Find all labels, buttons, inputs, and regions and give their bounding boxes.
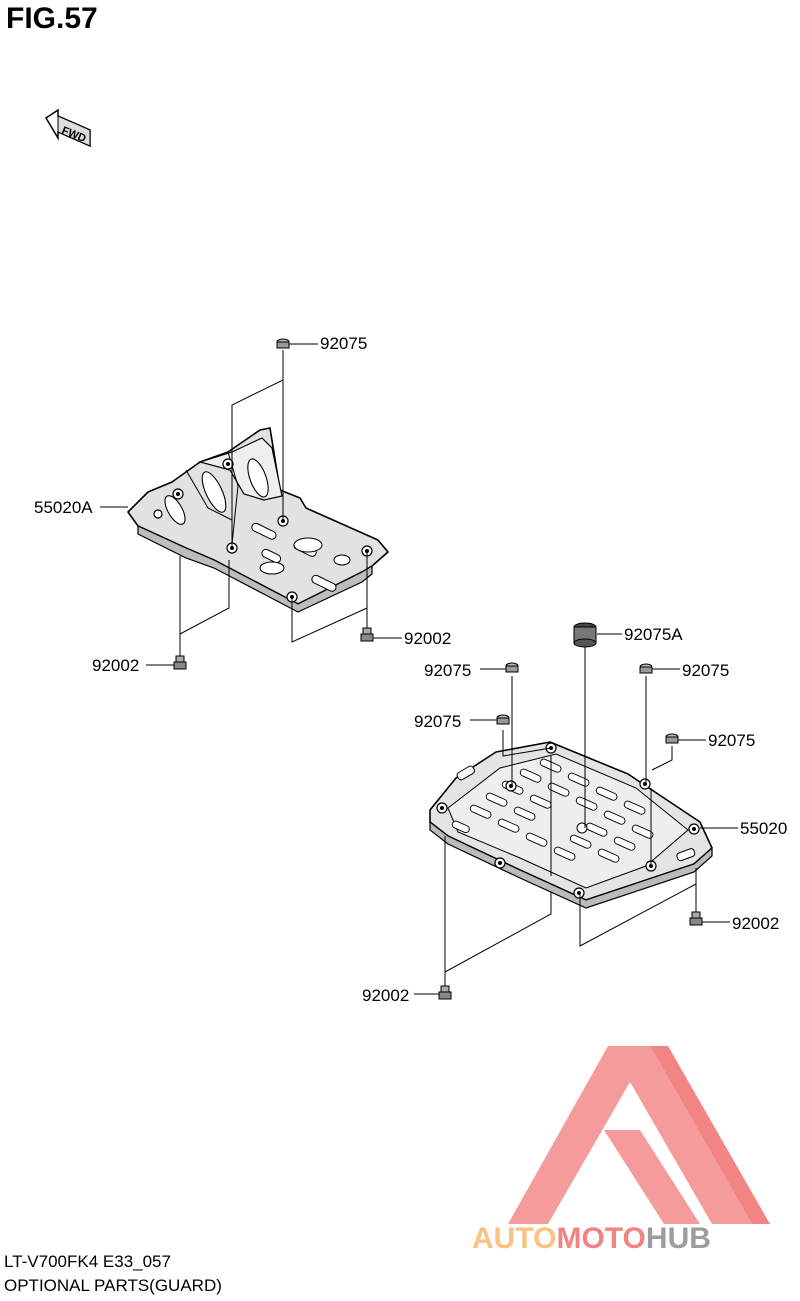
lower-nut-b-icon bbox=[496, 714, 510, 725]
lower-guard-drawing bbox=[429, 741, 713, 909]
lower-nut-a-icon bbox=[505, 662, 519, 673]
callout-upper-bolt-right: 92002 bbox=[404, 629, 451, 648]
upper-bolt-right-icon bbox=[360, 627, 374, 642]
lower-nut-d-icon bbox=[665, 733, 679, 744]
callout-upper-nut: 92075 bbox=[320, 334, 367, 353]
callout-lower-nut-b: 92075 bbox=[414, 712, 461, 731]
logo-word-moto: MOTO bbox=[556, 1222, 645, 1255]
upper-bolt-left-icon bbox=[173, 655, 187, 670]
svg-text:AUTOMOTOHUB: AUTOMOTOHUB bbox=[472, 1222, 711, 1255]
callout-upper-guard: 55020A bbox=[34, 498, 93, 517]
callout-lower-bolt-right: 92002 bbox=[732, 914, 779, 933]
automotohub-logo: AUTOMOTOHUB bbox=[472, 1046, 770, 1255]
lower-bolt-left-icon bbox=[438, 985, 452, 1000]
callout-lower-nut-a: 92075 bbox=[424, 661, 471, 680]
callout-lower-collar: 92075A bbox=[624, 625, 683, 644]
lower-collar-icon bbox=[573, 622, 597, 648]
logo-word-hub: HUB bbox=[646, 1222, 711, 1255]
callout-lower-guard: 55020 bbox=[740, 819, 787, 838]
callout-lower-bolt-left: 92002 bbox=[362, 986, 409, 1005]
fwd-arrow-icon: FWD bbox=[44, 108, 91, 148]
footer-code: LT-V700FK4 E33_057 bbox=[4, 1252, 171, 1271]
callout-lower-nut-c: 92075 bbox=[682, 661, 729, 680]
lower-leader-lines bbox=[444, 645, 738, 988]
upper-leader-lines bbox=[100, 350, 368, 660]
callout-upper-bolt-left: 92002 bbox=[92, 656, 139, 675]
footer-caption: OPTIONAL PARTS(GUARD) bbox=[4, 1276, 222, 1295]
logo-word-auto: AUTO bbox=[472, 1222, 556, 1255]
lower-bolt-right-icon bbox=[689, 911, 703, 926]
upper-guard-drawing bbox=[127, 427, 389, 613]
upper-nut-icon bbox=[276, 338, 290, 349]
callout-lower-nut-d: 92075 bbox=[708, 731, 755, 750]
figure-title: FIG.57 bbox=[6, 2, 98, 35]
lower-nut-c-icon bbox=[639, 663, 653, 674]
